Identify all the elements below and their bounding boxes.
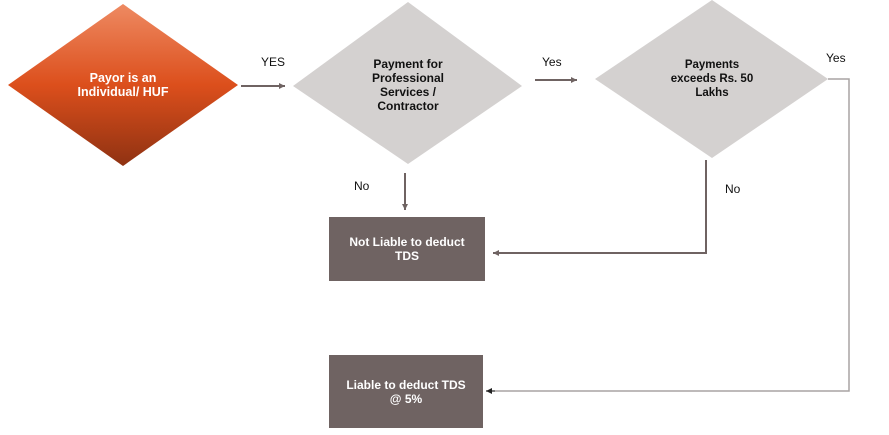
amount-decision-label: Payments exceeds Rs. 50 Lakhs bbox=[670, 59, 754, 99]
edge-label-yes-payor: YES bbox=[261, 55, 286, 69]
edge-label-no-payment-type: No bbox=[354, 179, 370, 193]
edge-label-yes-payment-type: Yes bbox=[542, 55, 562, 69]
liable-result-box bbox=[329, 355, 483, 428]
connector-amount-to-liable bbox=[486, 78, 850, 392]
amount-decision-diamond bbox=[595, 0, 828, 158]
payor-decision-diamond bbox=[8, 4, 238, 166]
liable-result-label: Liable to deduct TDS @ 5% bbox=[346, 377, 466, 406]
payment-type-decision-diamond bbox=[293, 2, 522, 164]
edge-label-no-amount: No bbox=[725, 182, 741, 196]
connector-amount-to-not-liable bbox=[493, 160, 707, 256]
edge-label-yes-amount: Yes bbox=[826, 51, 846, 65]
payor-decision-label: Payor is an Individual/ HUF bbox=[77, 71, 169, 99]
not-liable-result-box bbox=[329, 217, 485, 281]
not-liable-result-label: Not Liable to deduct TDS bbox=[349, 235, 465, 263]
payment-type-decision-label: Payment for Professional Services / Cont… bbox=[371, 57, 445, 113]
